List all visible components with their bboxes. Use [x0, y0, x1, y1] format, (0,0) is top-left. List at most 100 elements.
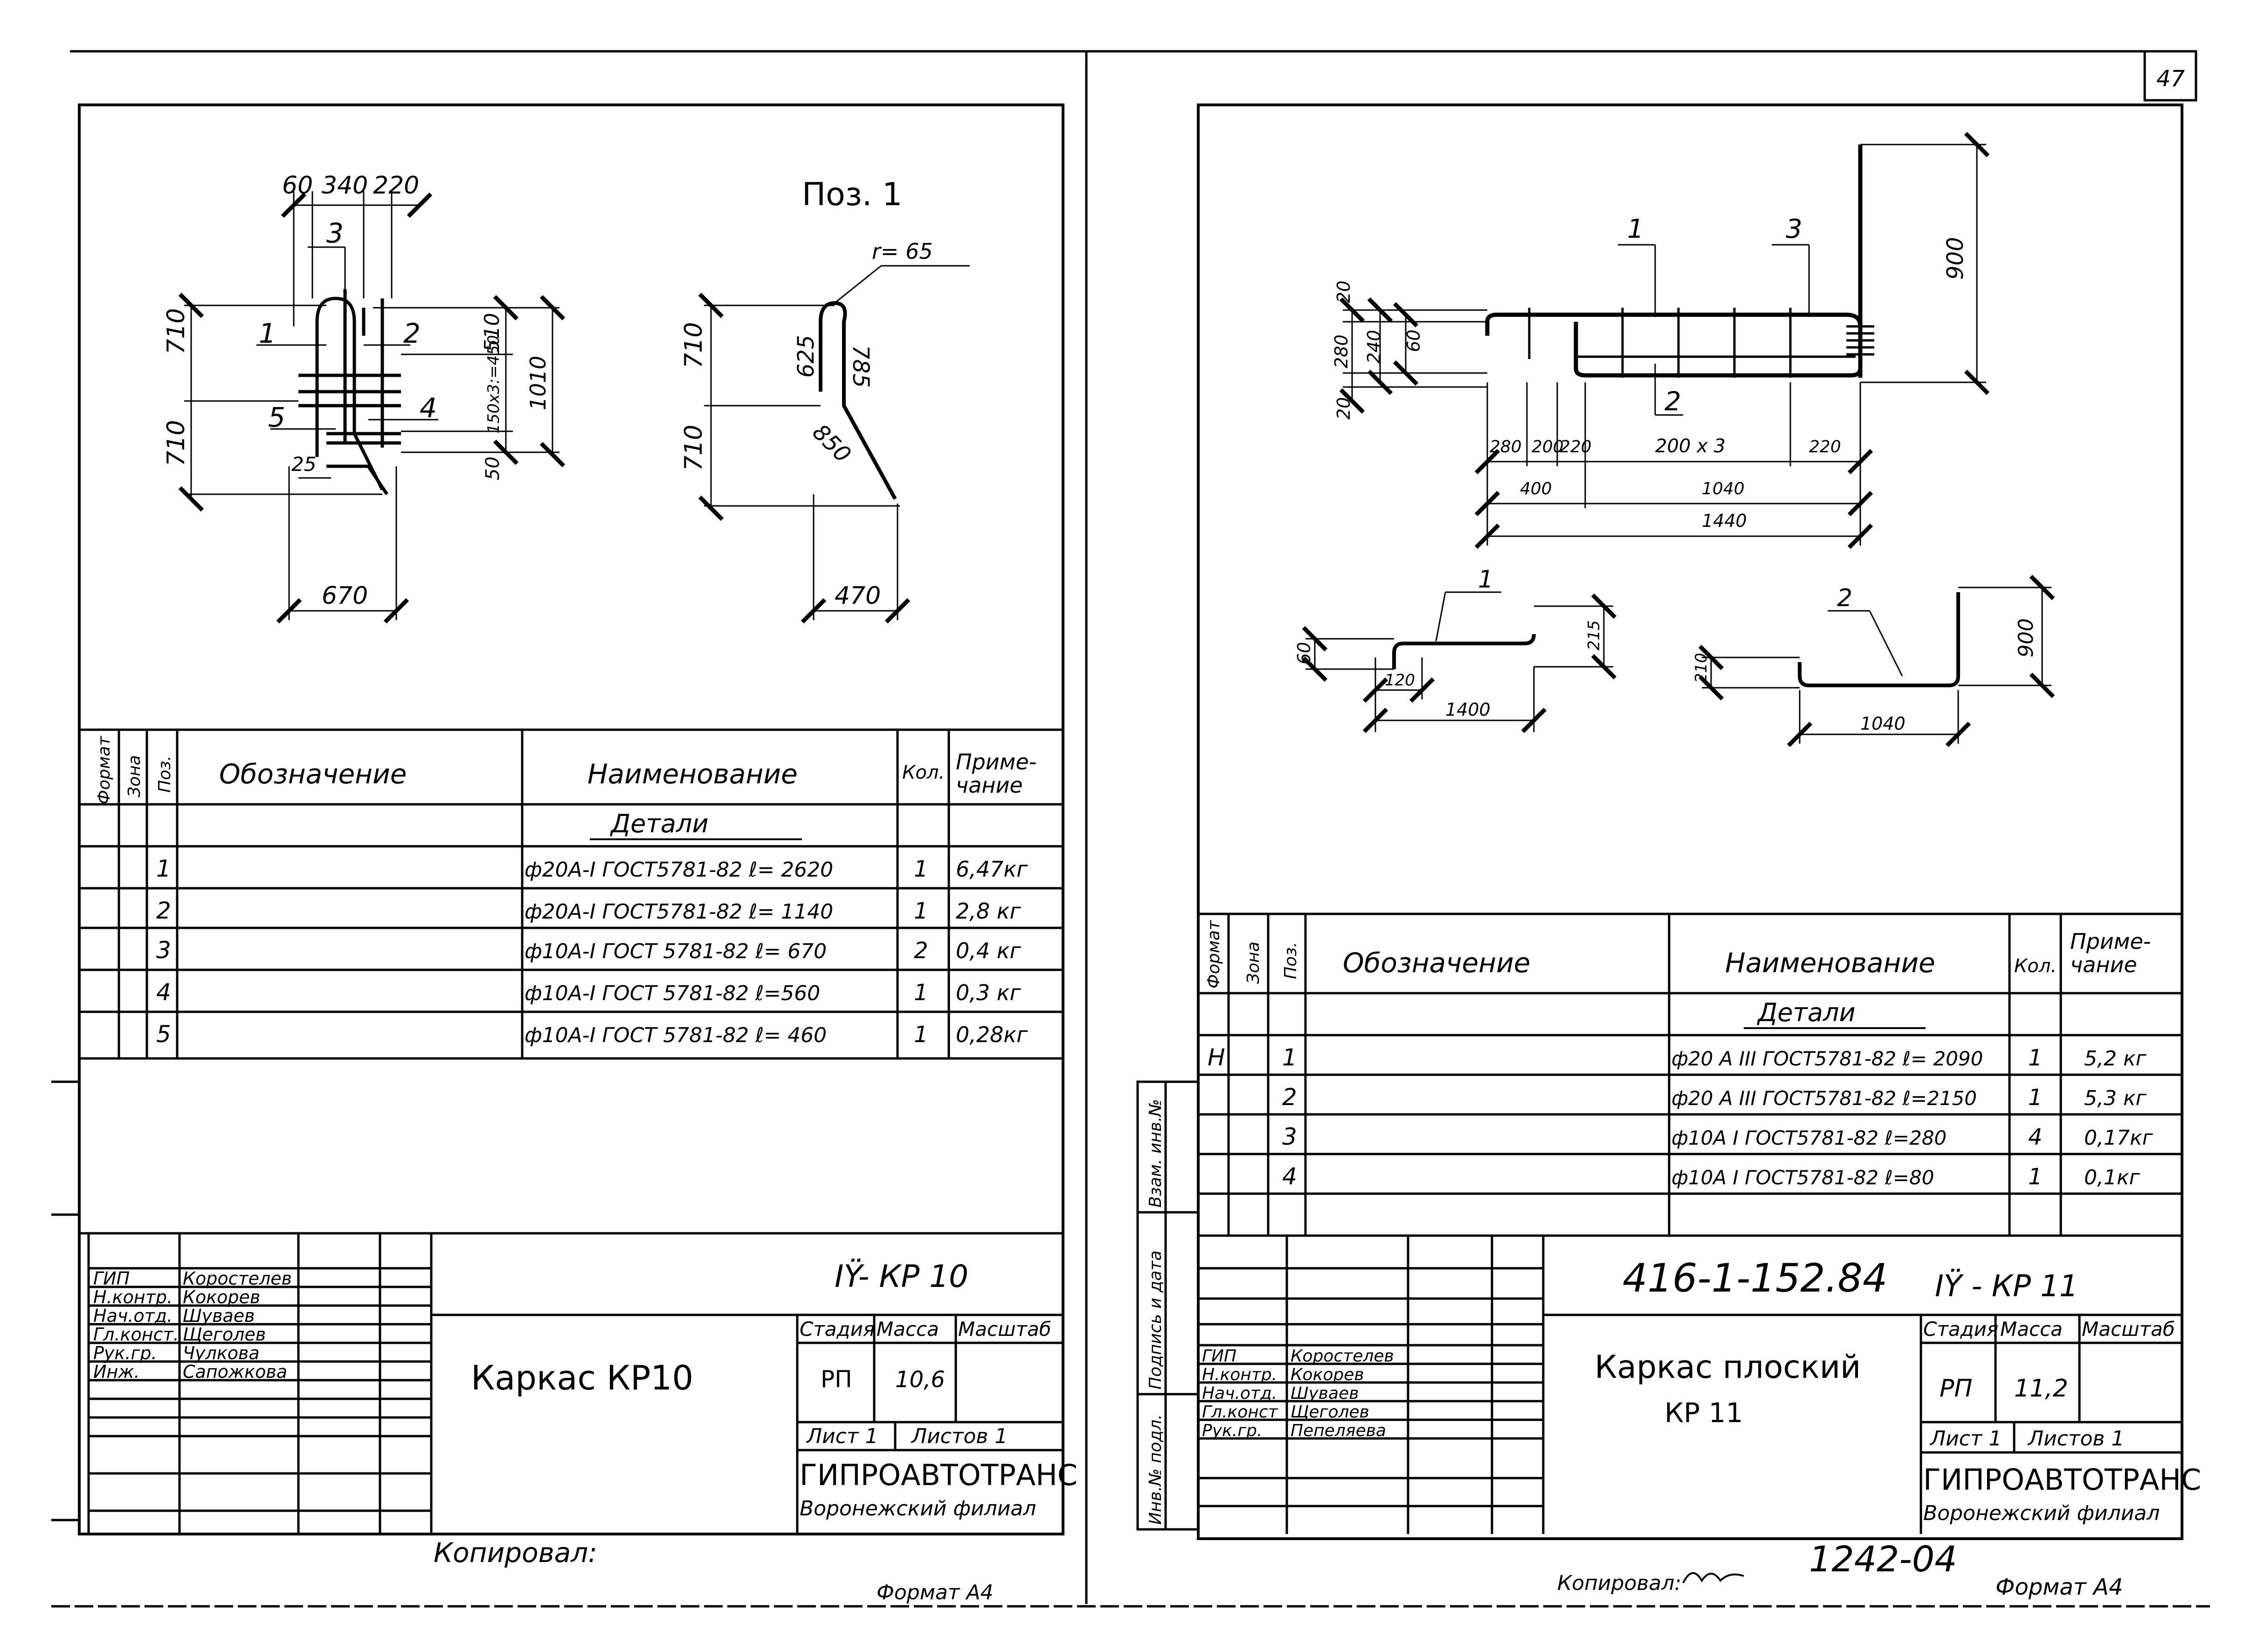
side-label-signature: Подпись и дата: [1146, 1251, 1165, 1389]
left-sheets-total: Листов 1: [911, 1424, 1008, 1448]
spec-row-name: ф10А-I ГОСТ 5781-82 ℓ= 670: [525, 940, 827, 963]
det1-dim-60: 60: [1294, 642, 1314, 664]
det2-dim-210: 210: [1692, 653, 1711, 683]
left-drawing-code: IŸ- КР 10: [835, 1258, 968, 1294]
detail2-dims: [1698, 574, 2055, 747]
side-label-replace: Взам. инв.№: [1146, 1099, 1165, 1208]
kr11-callout-2: 2: [1664, 387, 1681, 417]
r-header-format: Формат: [1204, 920, 1223, 988]
dim-60: 60: [282, 172, 313, 200]
kr11-frame-drawing: [1485, 145, 1863, 378]
sheet-edges: [51, 50, 2210, 1608]
copier-signature: [1682, 1572, 1744, 1583]
right-stage: РП: [1940, 1375, 1972, 1403]
dim-340: 340: [322, 172, 368, 200]
right-mass-header: Масса: [2000, 1318, 2063, 1341]
kr11-dim-900: 900: [1942, 237, 1968, 280]
det1-callout: 1: [1478, 566, 1493, 594]
spec-row-note: 0,4 кг: [956, 938, 1022, 963]
right-sheets-total: Листов 1: [2027, 1427, 2124, 1451]
right-drawing-code: IŸ - КР 11: [1935, 1269, 2078, 1304]
r-spec-row-qty: 1: [2028, 1164, 2043, 1190]
kr11-dim-400: 400: [1520, 479, 1552, 498]
right-branch: Воронежский филиал: [1923, 1501, 2160, 1525]
tb-person: Щеголев: [183, 1324, 266, 1345]
dim-220: 220: [373, 172, 419, 200]
tb-person: Кокорев: [183, 1287, 260, 1307]
right-drawing-title-1: Каркас плоский: [1595, 1349, 1861, 1386]
spec-row-name: ф10А-I ГОСТ 5781-82 ℓ=560: [525, 982, 820, 1005]
left-mass: 10,6: [895, 1367, 945, 1393]
spec-row-name: ф20А-I ГОСТ5781-82 ℓ= 1140: [525, 900, 833, 924]
det2-dim-900: 900: [2014, 618, 2038, 657]
pos1-dimension-texts: 710 710 625 785 850 470 r= 65: [680, 239, 933, 610]
dim-25: 25: [291, 453, 316, 476]
det2-callout: 2: [1837, 584, 1852, 612]
spec-row-qty: 1: [914, 980, 928, 1006]
pos1-dim-710-lower: 710: [680, 425, 708, 471]
spec-row-qty: 1: [914, 1022, 928, 1048]
kr11-dim-220b: 220: [1809, 437, 1841, 456]
r-spec-row-name: ф10А I ГОСТ5781-82 ℓ=80: [1671, 1166, 1934, 1189]
right-sheet-no: Лист 1: [1929, 1427, 2002, 1451]
callout-3: 3: [326, 217, 344, 249]
r-header-note-2: чание: [2070, 952, 2137, 977]
right-doc-number: 416-1-152.84: [1623, 1255, 1887, 1301]
tb-role: ГИП: [1202, 1347, 1236, 1366]
dim-710-upper: 710: [162, 308, 190, 354]
detail1-dims: [1302, 591, 1617, 733]
r-header-qty: Кол.: [2014, 955, 2057, 977]
right-copied: Копировал:: [1557, 1571, 1681, 1595]
pos1-dim-710-upper: 710: [680, 322, 708, 368]
tb-role: Н.контр.: [93, 1287, 173, 1307]
r-spec-row-pos: 2: [1282, 1084, 1297, 1111]
spec-row-note: 0,28кг: [956, 1022, 1028, 1047]
right-stage-header: Стадия: [1923, 1318, 1998, 1341]
header-note-1: Приме-: [956, 749, 1036, 774]
r-header-note-1: Приме-: [2070, 929, 2151, 954]
kr11-dim-1040: 1040: [1702, 479, 1745, 498]
header-note-2: чание: [956, 773, 1023, 798]
tb-role: Гл.конст: [1202, 1403, 1278, 1422]
r-header-zone: Зона: [1244, 941, 1263, 984]
right-title-block: [1198, 1234, 2182, 1534]
callout-5: 5: [268, 401, 285, 433]
tb-role: Рук.гр.: [93, 1343, 157, 1363]
kr11-dimension-texts: 900 20 240 60 280 20 280 200 220 200 х 3…: [1331, 214, 1968, 531]
left-stage: РП: [821, 1366, 852, 1393]
spec-row-note: 0,3 кг: [956, 980, 1022, 1005]
side-label-inv: Инв.№ подл.: [1146, 1414, 1165, 1525]
spec-row-name: ф10А-I ГОСТ 5781-82 ℓ= 460: [525, 1023, 827, 1047]
r-section-title: Детали: [1757, 998, 1856, 1027]
spec-row-pos: 5: [156, 1021, 171, 1048]
spec-row-qty: 2: [914, 938, 928, 964]
spec-row-pos: 4: [156, 979, 171, 1006]
dim-50: 50: [482, 456, 504, 480]
left-sheet: 60 340 220 710 710 510 150х3:=450 50 101…: [51, 104, 1077, 1604]
kr10-dimension-texts: 60 340 220 710 710 510 150х3:=450 50 101…: [162, 172, 551, 610]
r-spec-row-name: ф10А I ГОСТ5781-82 ℓ=280: [1671, 1127, 1947, 1149]
tb-role: ГИП: [93, 1268, 130, 1289]
dim-710-lower: 710: [162, 420, 190, 466]
callout-2: 2: [403, 318, 421, 349]
left-copied: Копировал:: [434, 1537, 597, 1569]
left-scale-header: Масштаб: [958, 1318, 1051, 1341]
tb-role: Нач.отд.: [93, 1306, 173, 1326]
archive-number: 1242-04: [1809, 1538, 1957, 1580]
right-format: Формат А4: [1996, 1574, 2123, 1600]
tb-person: Щеголев: [1291, 1403, 1369, 1422]
left-title-block: [79, 1232, 1063, 1534]
r-spec-row-note: 0,1кг: [2084, 1166, 2141, 1189]
header-format: Формат: [95, 736, 114, 804]
r-spec-row-name: ф20 А III ГОСТ5781-82 ℓ= 2090: [1671, 1047, 1983, 1070]
r-header-designation: Обозначение: [1343, 947, 1530, 979]
page-number: 47: [2156, 66, 2185, 92]
right-mass: 11,2: [2014, 1375, 2068, 1403]
pos1-dim-785: 785: [848, 345, 874, 388]
section-title: Детали: [610, 809, 709, 838]
det2-dim-1040: 1040: [1860, 713, 1906, 734]
kr11-dim-20-bottom: 20: [1333, 397, 1354, 420]
pos1-dimension-lines: [698, 265, 970, 624]
